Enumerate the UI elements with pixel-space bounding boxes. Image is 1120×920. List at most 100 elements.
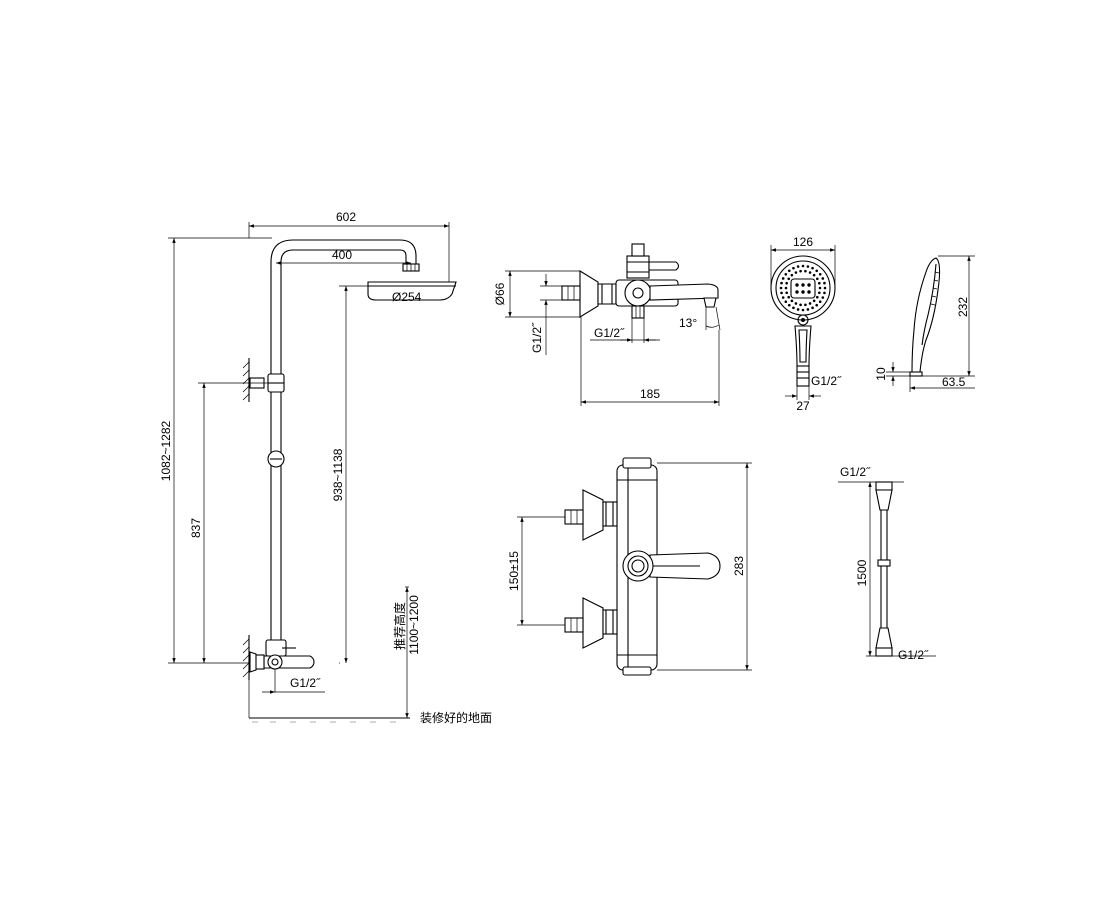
spray-nozzle: [787, 295, 790, 299]
dim-flange-diameter: Ø66: [493, 282, 507, 305]
dim-inlet-spacing: 150±15: [507, 551, 521, 591]
spray-nozzle: [779, 286, 783, 290]
label-finished-floor: 装修好的地面: [420, 710, 492, 725]
dim-hand-head-width: 126: [793, 235, 813, 249]
spray-nozzle: [780, 291, 783, 295]
spray-nozzle: [823, 291, 826, 295]
spray-nozzle: [811, 306, 814, 310]
spray-nozzle: [806, 265, 810, 268]
shower-column-view: 602 400 Ø254 1082~1282 837 938~1138 G1/2…: [159, 210, 492, 725]
spray-nozzle: [796, 265, 800, 268]
spray-nozzle: [812, 299, 816, 303]
spray-nozzle: [792, 266, 795, 270]
spray-nozzle: [815, 269, 819, 273]
dim-front-height: 283: [732, 556, 746, 576]
spray-nozzle: [799, 269, 802, 273]
spray-nozzle: [784, 300, 788, 304]
spray-nozzle: [785, 281, 788, 285]
label-hand-inlet: G1/2˝: [811, 374, 842, 388]
dim-spout-angle: 13°: [679, 316, 697, 330]
spray-nozzle: [818, 291, 821, 295]
spray-nozzle: [812, 273, 816, 277]
dim-handle-width: 27: [796, 399, 810, 413]
mixer-front-view: 150±15 283: [507, 457, 752, 676]
spray-nozzle: [823, 281, 826, 285]
label-side-outlet: G1/2˝: [594, 326, 625, 340]
spray-nozzle: [804, 303, 807, 307]
dim-hose-length: 1500: [855, 559, 869, 586]
spray-nozzle: [818, 272, 822, 276]
spray-nozzle: [808, 271, 812, 274]
dim-bracket-height: 837: [189, 518, 203, 538]
spray-nozzle: [821, 277, 825, 280]
rain-shower-head: [367, 281, 457, 301]
hand-shower-handle: [794, 325, 812, 387]
hand-shower-side-view: 232 10 63.5: [874, 255, 975, 392]
dim-side-length: 185: [640, 387, 660, 401]
hand-shower-front-view: 126 G1/2˝ 27: [770, 235, 842, 413]
spray-nozzle: [801, 308, 805, 312]
riser-pipe: [270, 239, 420, 640]
column-slider: [267, 450, 285, 468]
dim-head-height: 938~1138: [331, 448, 345, 501]
dim-602: 602: [336, 210, 356, 224]
spray-nozzle: [780, 281, 783, 285]
spray-nozzle: [790, 273, 794, 277]
spray-nozzle: [794, 271, 798, 274]
spray-nozzle: [784, 272, 788, 276]
column-dimensions: [172, 224, 449, 718]
spray-nozzle: [781, 296, 785, 299]
spray-nozzle: [818, 300, 822, 304]
spray-nozzle: [794, 302, 798, 305]
spray-nozzle: [808, 302, 812, 305]
spray-nozzle: [801, 264, 805, 268]
label-column-inlet: G1/2˝: [290, 676, 321, 690]
spray-nozzle: [784, 286, 788, 290]
spray-nozzle: [787, 269, 791, 273]
label-hose-top-thread: G1/2˝: [840, 465, 871, 479]
dim-hand-stem: 10: [874, 367, 888, 381]
label-recommended-height-cn: 推荐高度: [392, 602, 407, 650]
label-side-inlet: G1/2˝: [530, 322, 544, 353]
hand-shower-front-dimension-lines: [770, 245, 836, 400]
hand-shower-side-dimension-lines: [886, 255, 975, 392]
mixer-side-body: [561, 243, 719, 319]
spray-nozzle: [815, 303, 819, 307]
spray-nozzle: [818, 281, 821, 285]
mixer-side-view: Ø66 G1/2˝ G1/2˝ 13° 185: [493, 243, 721, 406]
mixer-front-body: [616, 457, 721, 676]
mixer-front-dimension-lines: [517, 462, 752, 671]
spray-nozzle: [804, 269, 807, 273]
hose-view: G1/2˝ 1500 G1/2˝: [838, 465, 936, 662]
spray-nozzle: [796, 308, 800, 311]
hose-body: [875, 481, 893, 657]
spray-nozzle: [790, 299, 794, 303]
dim-total-height: 1082~1282: [159, 420, 173, 481]
finished-floor: [249, 717, 410, 723]
spray-nozzle: [816, 295, 819, 299]
hose-dimension-lines: [838, 481, 936, 657]
column-extension-lines: [168, 222, 450, 718]
spray-nozzle: [787, 277, 790, 281]
spray-nozzle: [787, 303, 791, 307]
spray-nozzle: [823, 286, 827, 290]
spray-nozzle: [785, 291, 788, 295]
mixer-side-dimension-lines: [505, 270, 721, 406]
spray-nozzle: [792, 306, 795, 310]
spray-nozzle: [821, 296, 825, 299]
hand-shower-profile: [909, 257, 941, 377]
dim-hand-height: 232: [956, 297, 970, 317]
spray-nozzle: [811, 266, 814, 270]
spray-nozzle: [806, 308, 810, 311]
dim-head-diameter: Ø254: [392, 290, 422, 304]
wall-hatch: [242, 358, 250, 680]
column-mixer: [249, 639, 315, 673]
dim-hand-depth: 63.5: [942, 375, 966, 389]
dim-400: 400: [332, 248, 352, 262]
dim-recommended-height: 1100~1200: [407, 595, 421, 655]
spray-nozzle: [818, 286, 822, 290]
mixer-front-upper-inlet: [564, 489, 618, 541]
label-hose-bottom-thread: G1/2˝: [898, 648, 929, 662]
spray-nozzle: [816, 277, 819, 281]
